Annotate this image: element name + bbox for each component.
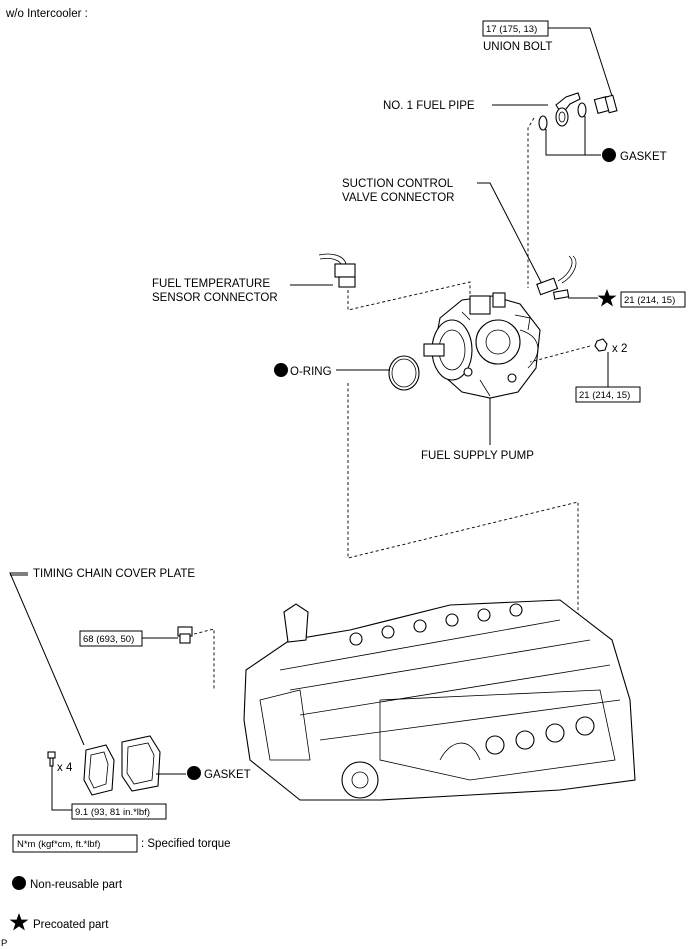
torque-box-plate-bolt [71, 803, 167, 820]
non-reusable-icon-gasket-top [602, 148, 616, 162]
legend-torque-box [12, 834, 138, 853]
label-fuel-temp-1: FUEL TEMPERATURE [152, 278, 270, 290]
pump-nut-part [594, 338, 608, 352]
alignment-line-pump [347, 383, 579, 668]
label-timing-chain-cover-plate: TIMING CHAIN COVER PLATE [33, 568, 195, 580]
alignment-line-pipe [527, 117, 535, 288]
label-union-bolt: UNION BOLT [483, 41, 552, 53]
torque-suction-bolt: 21 (214, 15) [624, 295, 675, 306]
condition-label: w/o Intercooler : [5, 8, 88, 20]
alignment-line-temp [347, 281, 471, 311]
fuel-supply-pump-part [423, 292, 541, 399]
gasket-ring-2 [577, 102, 587, 118]
fuel-temp-connector-part [318, 253, 356, 288]
label-o-ring: O-RING [290, 366, 332, 378]
quantity-nut: x 2 [612, 343, 627, 355]
suction-valve-connector-part [536, 255, 577, 300]
torque-plug: 68 (693, 50) [83, 634, 134, 645]
footer-mark: P [1, 938, 7, 949]
leader-gasket-1 [545, 129, 601, 156]
fuel-pipe-part [555, 92, 581, 127]
legend-non-reusable: Non-reusable part [30, 879, 123, 891]
label-fuel-temp-2: SENSOR CONNECTOR [152, 292, 278, 304]
leader-timing-chain-cover-plate [9, 572, 85, 746]
alignment-line-plug [193, 628, 215, 690]
timing-chain-cover-plate-part [83, 744, 115, 796]
label-suction-valve-2: VALVE CONNECTOR [342, 192, 454, 204]
engine-block-part [243, 599, 636, 801]
legend-torque-unit: N*m (kgf*cm, ft.*lbf) [17, 839, 100, 850]
leader-union-bolt [548, 27, 613, 97]
label-gasket-top: GASKET [620, 151, 667, 163]
non-reusable-icon-o-ring [274, 363, 288, 377]
plug-part [177, 626, 193, 644]
o-ring-inner [391, 358, 417, 388]
alignment-line-nut [529, 345, 591, 363]
leader-suction-valve [477, 182, 543, 285]
legend-non-reusable-icon [12, 876, 26, 890]
gasket-bottom-part [121, 735, 161, 792]
torque-box-plug [79, 630, 143, 647]
legend-precoated: Precoated part [33, 919, 109, 931]
torque-box-pump-nut [575, 386, 641, 403]
label-suction-valve-1: SUCTION CONTROL [342, 178, 454, 190]
union-bolt-part [593, 94, 618, 114]
torque-plate-bolt: 9.1 (93, 81 in.*lbf) [75, 807, 150, 818]
o-ring-part [388, 355, 420, 391]
leader-plate-bolt [51, 766, 72, 811]
torque-pump-nut: 21 (214, 15) [579, 390, 630, 401]
plate-bolt-part [47, 751, 56, 767]
label-fuel-supply-pump: FUEL SUPPLY PUMP [421, 450, 534, 462]
precoated-star-icon-suction [597, 289, 617, 307]
label-fuel-pipe: NO. 1 FUEL PIPE [383, 100, 475, 112]
torque-box-suction-bolt [620, 291, 686, 308]
legend-precoated-star-icon [9, 913, 29, 931]
torque-union-bolt: 17 (175, 13) [486, 24, 537, 35]
non-reusable-icon-gasket-bottom [187, 766, 201, 780]
legend-torque-desc: : Specified torque [141, 838, 231, 850]
quantity-bolt: x 4 [57, 762, 73, 774]
label-gasket-bottom: GASKET [204, 769, 251, 781]
gasket-ring-1 [538, 115, 548, 131]
